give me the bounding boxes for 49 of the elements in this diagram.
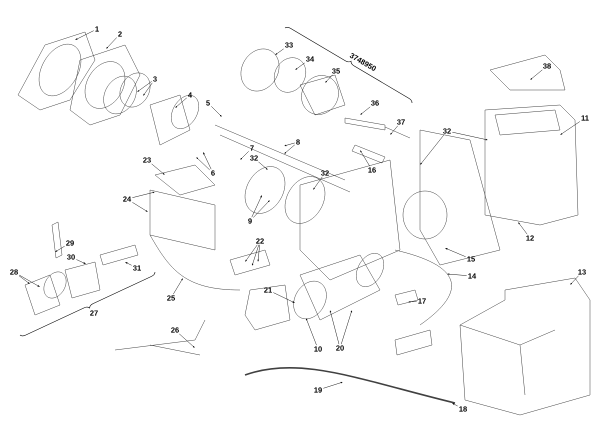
leader-line <box>137 81 152 92</box>
leader-line <box>275 48 284 55</box>
leader-line <box>175 98 187 108</box>
leader-line <box>295 62 305 70</box>
leader-line <box>253 200 270 218</box>
leader-line <box>452 403 458 406</box>
leader-line <box>530 70 543 80</box>
leader-line <box>203 152 212 170</box>
leader-line <box>106 37 117 49</box>
leader-line <box>323 382 343 389</box>
leader-line <box>240 151 249 160</box>
leader-line <box>258 162 268 170</box>
leader-line <box>151 164 165 175</box>
leader-line <box>252 244 260 266</box>
leader-line <box>245 244 258 262</box>
leader-line <box>284 144 295 154</box>
leader-line <box>196 157 210 170</box>
leader-line <box>445 248 466 257</box>
leader-line <box>75 30 94 40</box>
leader-line <box>325 74 333 83</box>
leader-line <box>560 121 580 135</box>
leader-line <box>570 276 579 285</box>
leader-line <box>306 318 317 346</box>
leader-line <box>132 202 148 212</box>
leader-line <box>341 310 352 344</box>
leader-line <box>19 274 40 287</box>
leader-line <box>257 244 260 262</box>
leader-line <box>420 134 444 165</box>
leader-line <box>518 222 528 234</box>
leader-line <box>55 246 65 252</box>
leader-line <box>252 195 262 218</box>
leader-line <box>360 150 370 166</box>
leader-line <box>273 292 295 303</box>
leader-line <box>390 126 398 135</box>
leader-line <box>173 278 183 294</box>
leader-line <box>408 301 417 303</box>
leader-line <box>211 106 222 117</box>
leader-line <box>132 192 155 198</box>
leader-line <box>143 82 153 96</box>
leader-line <box>18 276 30 284</box>
leader-line <box>76 259 86 264</box>
leader-line <box>360 106 370 115</box>
leader-line <box>452 132 488 140</box>
leader-line <box>125 262 132 266</box>
leader-line <box>447 273 467 276</box>
leader-line <box>284 142 295 146</box>
leader-line <box>313 176 323 190</box>
leader-line <box>179 334 195 348</box>
leader-line <box>330 310 340 344</box>
